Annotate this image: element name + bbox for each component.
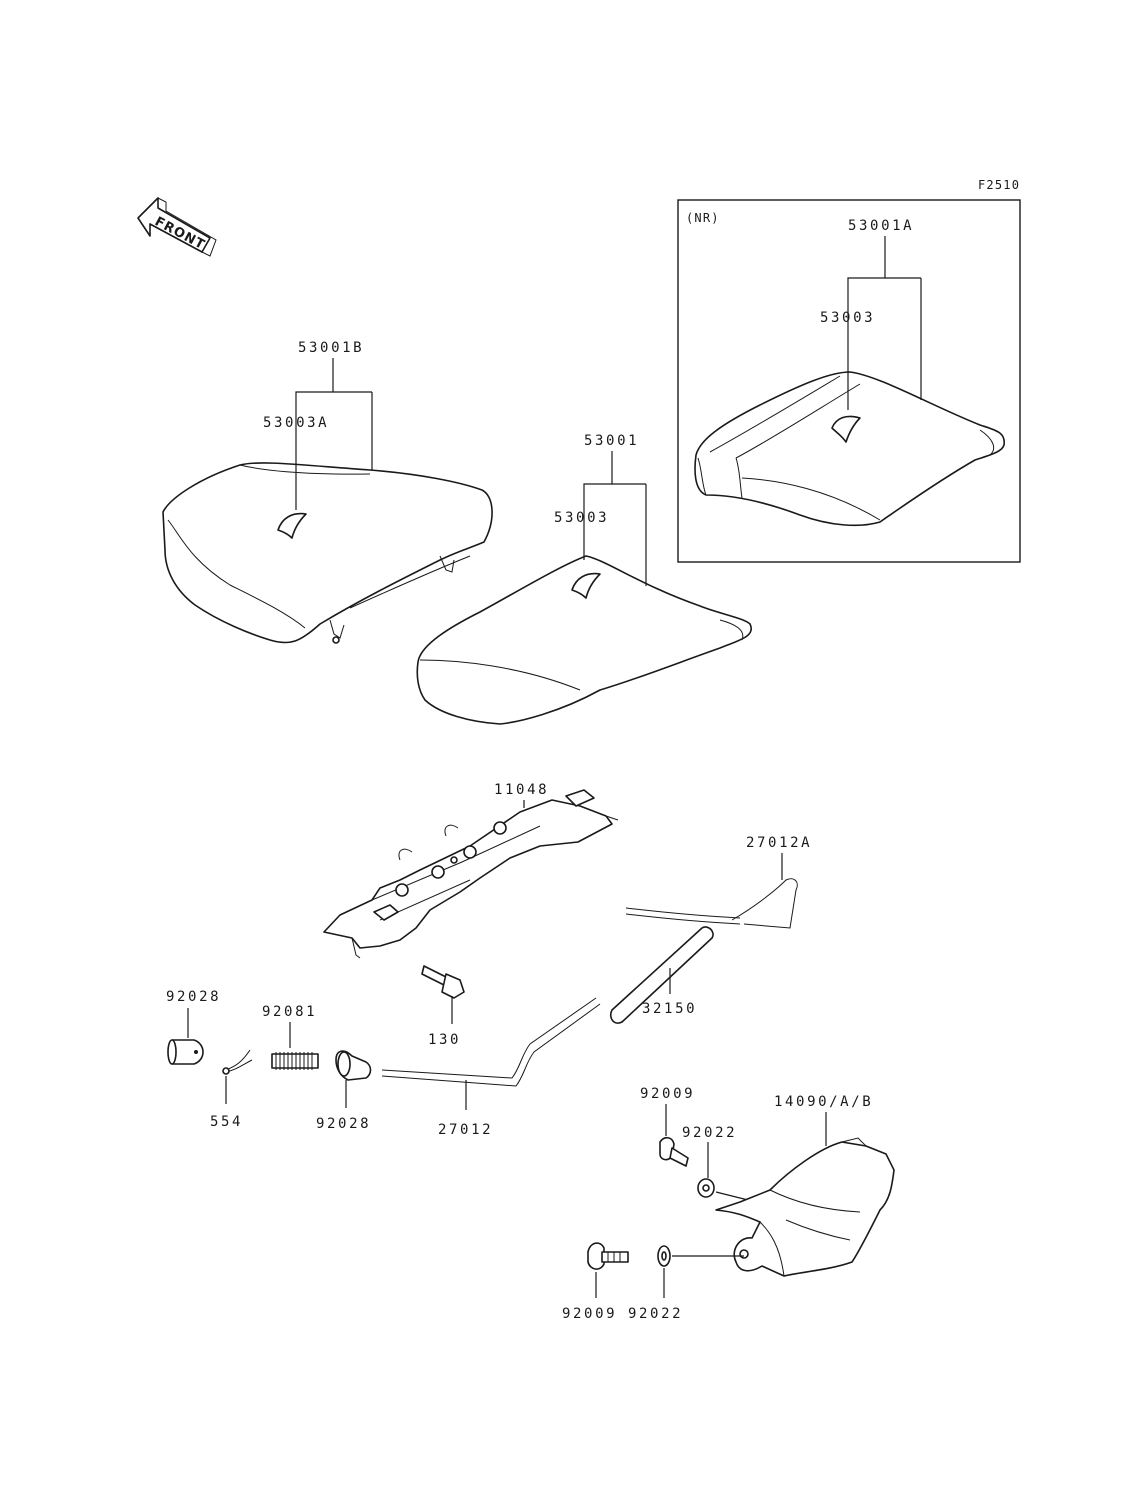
tube-32150 — [609, 926, 714, 1024]
part-92028-a-label: 92028 — [166, 989, 221, 1005]
front-seat — [416, 555, 753, 725]
figure-code: F2510 — [978, 178, 1020, 192]
front-arrow-icon: FRONT — [137, 197, 217, 257]
bushing-92028-right — [335, 1050, 372, 1081]
inset-label: (NR) — [686, 211, 720, 225]
bolt-130 — [421, 965, 465, 999]
part-32150-label: 32150 — [642, 1001, 697, 1017]
cable-27012 — [381, 997, 601, 1087]
part-11048-label: 11048 — [494, 782, 549, 798]
part-27012-label: 27012 — [438, 1122, 493, 1138]
cap-92028-left — [167, 1039, 204, 1065]
part-53001A-label: 53001A — [848, 218, 914, 234]
part-53003-nr-label: 53003 — [820, 310, 875, 326]
washer-92022-lower — [657, 1245, 671, 1267]
part-14090-label: 14090/A/B — [774, 1094, 873, 1110]
part-554-label: 554 — [210, 1114, 243, 1130]
part-92028-b-label: 92028 — [316, 1116, 371, 1132]
washer-92022-upper — [697, 1178, 715, 1198]
spring-92081 — [271, 1052, 319, 1070]
cover-14090 — [715, 1137, 895, 1277]
nr-inset-box: (NR) — [677, 199, 1021, 563]
part-92022-a-label: 92022 — [682, 1125, 737, 1141]
seat-bracket — [323, 789, 619, 959]
part-53001-label: 53001 — [584, 433, 639, 449]
part-92009-b-label: 92009 — [562, 1306, 617, 1322]
cable-27012A — [625, 878, 798, 929]
part-53003-label: 53003 — [554, 510, 609, 526]
part-27012A-label: 27012A — [746, 835, 812, 851]
part-92022-b-label: 92022 — [628, 1306, 683, 1322]
part-53001B-label: 53001B — [298, 340, 364, 356]
nr-seat — [694, 371, 1005, 527]
part-92081-label: 92081 — [262, 1004, 317, 1020]
part-92009-a-label: 92009 — [640, 1086, 695, 1102]
part-53003A-label: 53003A — [263, 415, 329, 431]
bolt-92009-upper — [659, 1136, 689, 1167]
part-130-label: 130 — [428, 1032, 461, 1048]
clip-554 — [222, 1049, 253, 1075]
rear-seat — [162, 462, 493, 644]
bolt-92009-lower — [587, 1242, 629, 1270]
